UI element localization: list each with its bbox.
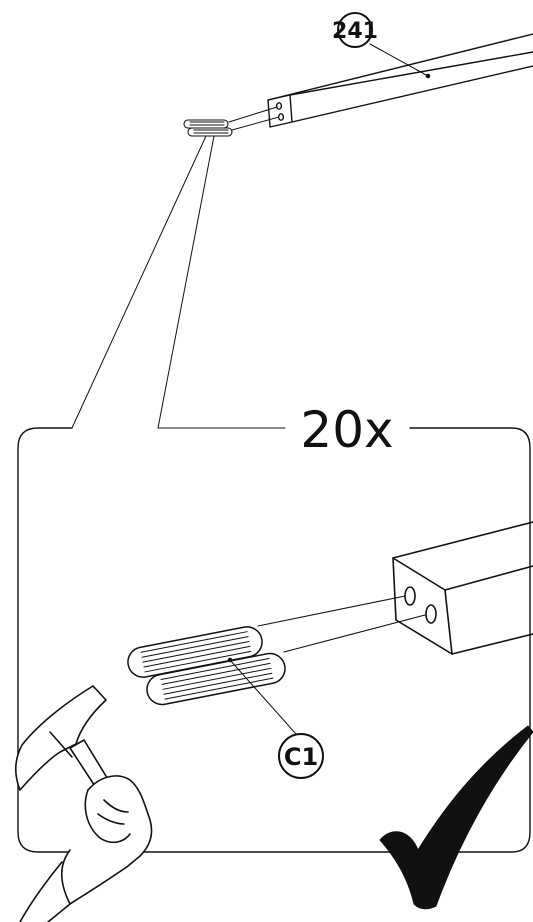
label-241-callout xyxy=(337,12,431,79)
quantity-label: 20x xyxy=(300,401,393,459)
checkmark-icon xyxy=(379,725,533,910)
label-c1-callout xyxy=(227,657,324,779)
hammer-icon xyxy=(14,685,153,922)
rail-241-small xyxy=(228,33,533,131)
zoom-line-right xyxy=(157,135,286,429)
zoom-line-left xyxy=(71,135,207,429)
dowel-small-group xyxy=(183,119,233,137)
dowel-detail-front xyxy=(146,652,286,706)
part-label-241: 241 xyxy=(332,19,378,44)
detail-frame xyxy=(17,427,531,853)
part-label-c1: C1 xyxy=(284,743,318,771)
dowel-detail-back xyxy=(127,626,263,678)
rail-detail xyxy=(257,521,533,655)
